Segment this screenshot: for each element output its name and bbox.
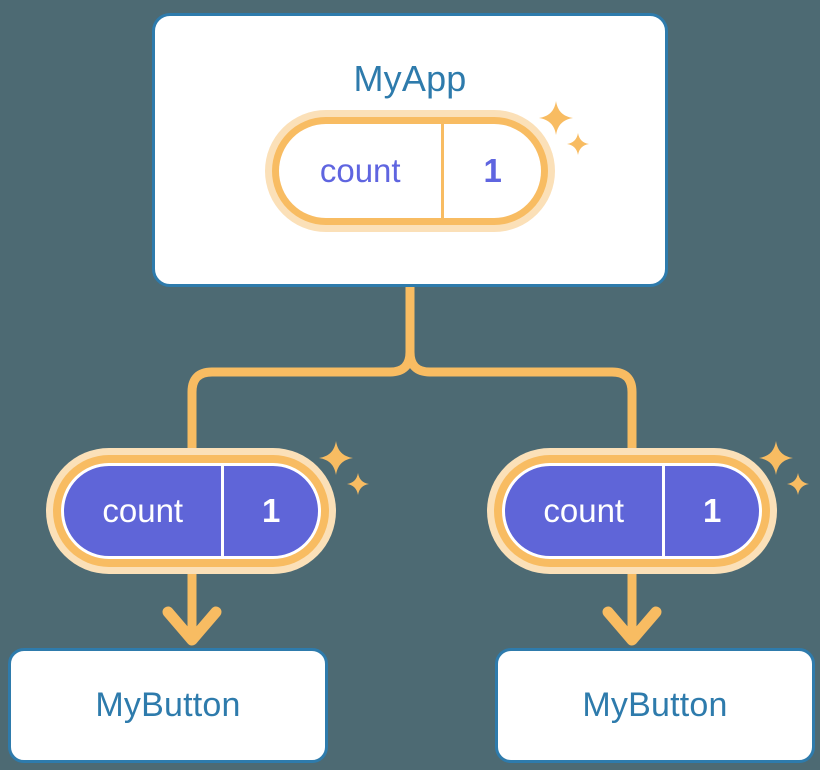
state-pill-consumer-left[interactable]: count 1 [46, 448, 336, 574]
state-pill-ring: count 1 [494, 455, 770, 567]
button-card-label: MyButton [95, 686, 241, 724]
state-pill-ring: count 1 [272, 117, 548, 225]
state-value: 1 [662, 466, 759, 556]
connector-branch-left [187, 282, 415, 457]
state-pill-root[interactable]: count 1 [265, 110, 555, 232]
app-card[interactable]: MyApp [152, 13, 668, 287]
state-pill-consumer-right[interactable]: count 1 [487, 448, 777, 574]
connector-branch-right [405, 282, 637, 457]
sparkle-icon-large [319, 441, 353, 475]
button-card-label: MyButton [582, 686, 728, 724]
state-pill-inner: count 1 [502, 463, 762, 559]
state-pill-ring: count 1 [53, 455, 329, 567]
button-card-right[interactable]: MyButton [495, 648, 815, 763]
state-pill-inner: count 1 [279, 124, 541, 218]
page-title: MyApp [353, 58, 467, 99]
state-key: count [543, 492, 625, 529]
sparkle-icon-small [347, 473, 369, 495]
state-value: 1 [441, 124, 541, 218]
state-pill-inner: count 1 [61, 463, 321, 559]
arrow-down-icon-right [602, 570, 662, 646]
arrow-down-icon-left [162, 570, 222, 646]
sparkle-icon-large [759, 441, 793, 475]
sparkle-icon-small [787, 473, 809, 495]
state-key: count [102, 492, 184, 529]
button-card-left[interactable]: MyButton [8, 648, 328, 763]
state-key: count [319, 152, 401, 189]
state-value: 1 [221, 466, 318, 556]
